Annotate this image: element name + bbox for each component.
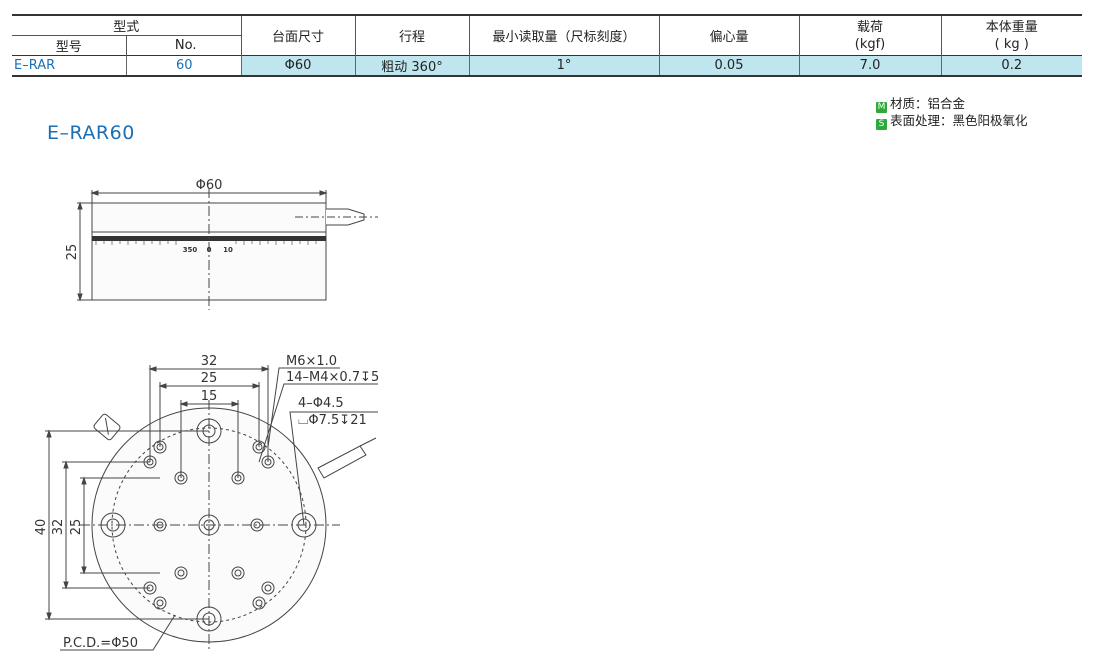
callout-hole: 4–Φ4.5 (298, 396, 344, 411)
spec-table: 型式 台面尺寸 行程 最小读取量（尺标刻度） 偏心量 载荷 (kgf) 本体重量… (12, 14, 1083, 77)
dim-32-label: 32 (201, 354, 218, 369)
header-eccentric: 偏心量 (658, 14, 800, 56)
cell-model: E–RAR (12, 55, 126, 77)
table-row: E–RAR 60 Φ60 粗动 360° 1° 0.05 7.0 0.2 (12, 55, 1083, 77)
leader-m6 (267, 367, 340, 448)
callout-m4: 14–M4×0.7↧5 (286, 370, 379, 385)
header-model: 型号 (12, 35, 126, 56)
header-load: 载荷 (kgf) (798, 14, 942, 56)
header-weight: 本体重量 ( kg ) (940, 14, 1083, 56)
cell-load: 7.0 (798, 55, 942, 77)
leader-m4 (258, 383, 378, 463)
header-table-size: 台面尺寸 (240, 14, 356, 56)
cell-table-size: Φ60 (240, 55, 356, 77)
material-text: 材质：铝合金 (890, 96, 966, 111)
cell-no: 60 (125, 55, 242, 77)
dim-25-label: 25 (201, 371, 218, 386)
m-badge-icon: M (876, 102, 887, 113)
surface-text: 表面处理：黑色阳极氧化 (890, 113, 1028, 128)
callout-m6: M6×1.0 (286, 354, 337, 369)
top-view (45, 365, 378, 651)
dim-width-label: Φ60 (196, 178, 223, 193)
scale-label-left: 350 (183, 246, 198, 254)
dim-v40-label: 40 (34, 519, 49, 536)
header-min-read: 最小读取量（尺标刻度） (468, 14, 660, 56)
cell-min-read: 1° (468, 55, 660, 77)
scale-ticks (95, 241, 317, 245)
top-knob (317, 437, 377, 479)
dim-v32-label: 32 (51, 519, 66, 536)
header-weight-line1: 本体重量 (985, 19, 1038, 35)
callout-counterbore: ⌴Φ7.5↧21 (298, 413, 367, 428)
scale-label-right: 10 (223, 246, 233, 254)
cell-stroke: 粗动 360° (354, 55, 470, 77)
header-weight-line2: ( kg ) (994, 36, 1029, 52)
header-no: No. (125, 35, 242, 56)
header-load-line1: 载荷 (857, 19, 884, 35)
side-view (77, 188, 378, 310)
locking-screw-icon (93, 413, 121, 441)
header-type: 型式 (12, 14, 242, 36)
scale-label-mid: 0 (207, 246, 212, 254)
technical-drawing: Φ60 25 350 0 10 (34, 178, 379, 651)
leader-hole (289, 411, 378, 526)
pcd-label: P.C.D.=Φ50 (63, 636, 138, 651)
cell-weight: 0.2 (940, 55, 1083, 77)
product-title: E–RAR60 (47, 122, 135, 144)
header-load-line2: (kgf) (854, 36, 886, 52)
dim-height-label: 25 (65, 244, 80, 261)
dim-15-label: 15 (201, 389, 218, 404)
dim-v25-label: 25 (69, 519, 84, 536)
header-stroke: 行程 (354, 14, 470, 56)
s-badge-icon: S (876, 119, 887, 130)
cell-eccentric: 0.05 (658, 55, 800, 77)
leader-pcd (60, 614, 176, 651)
